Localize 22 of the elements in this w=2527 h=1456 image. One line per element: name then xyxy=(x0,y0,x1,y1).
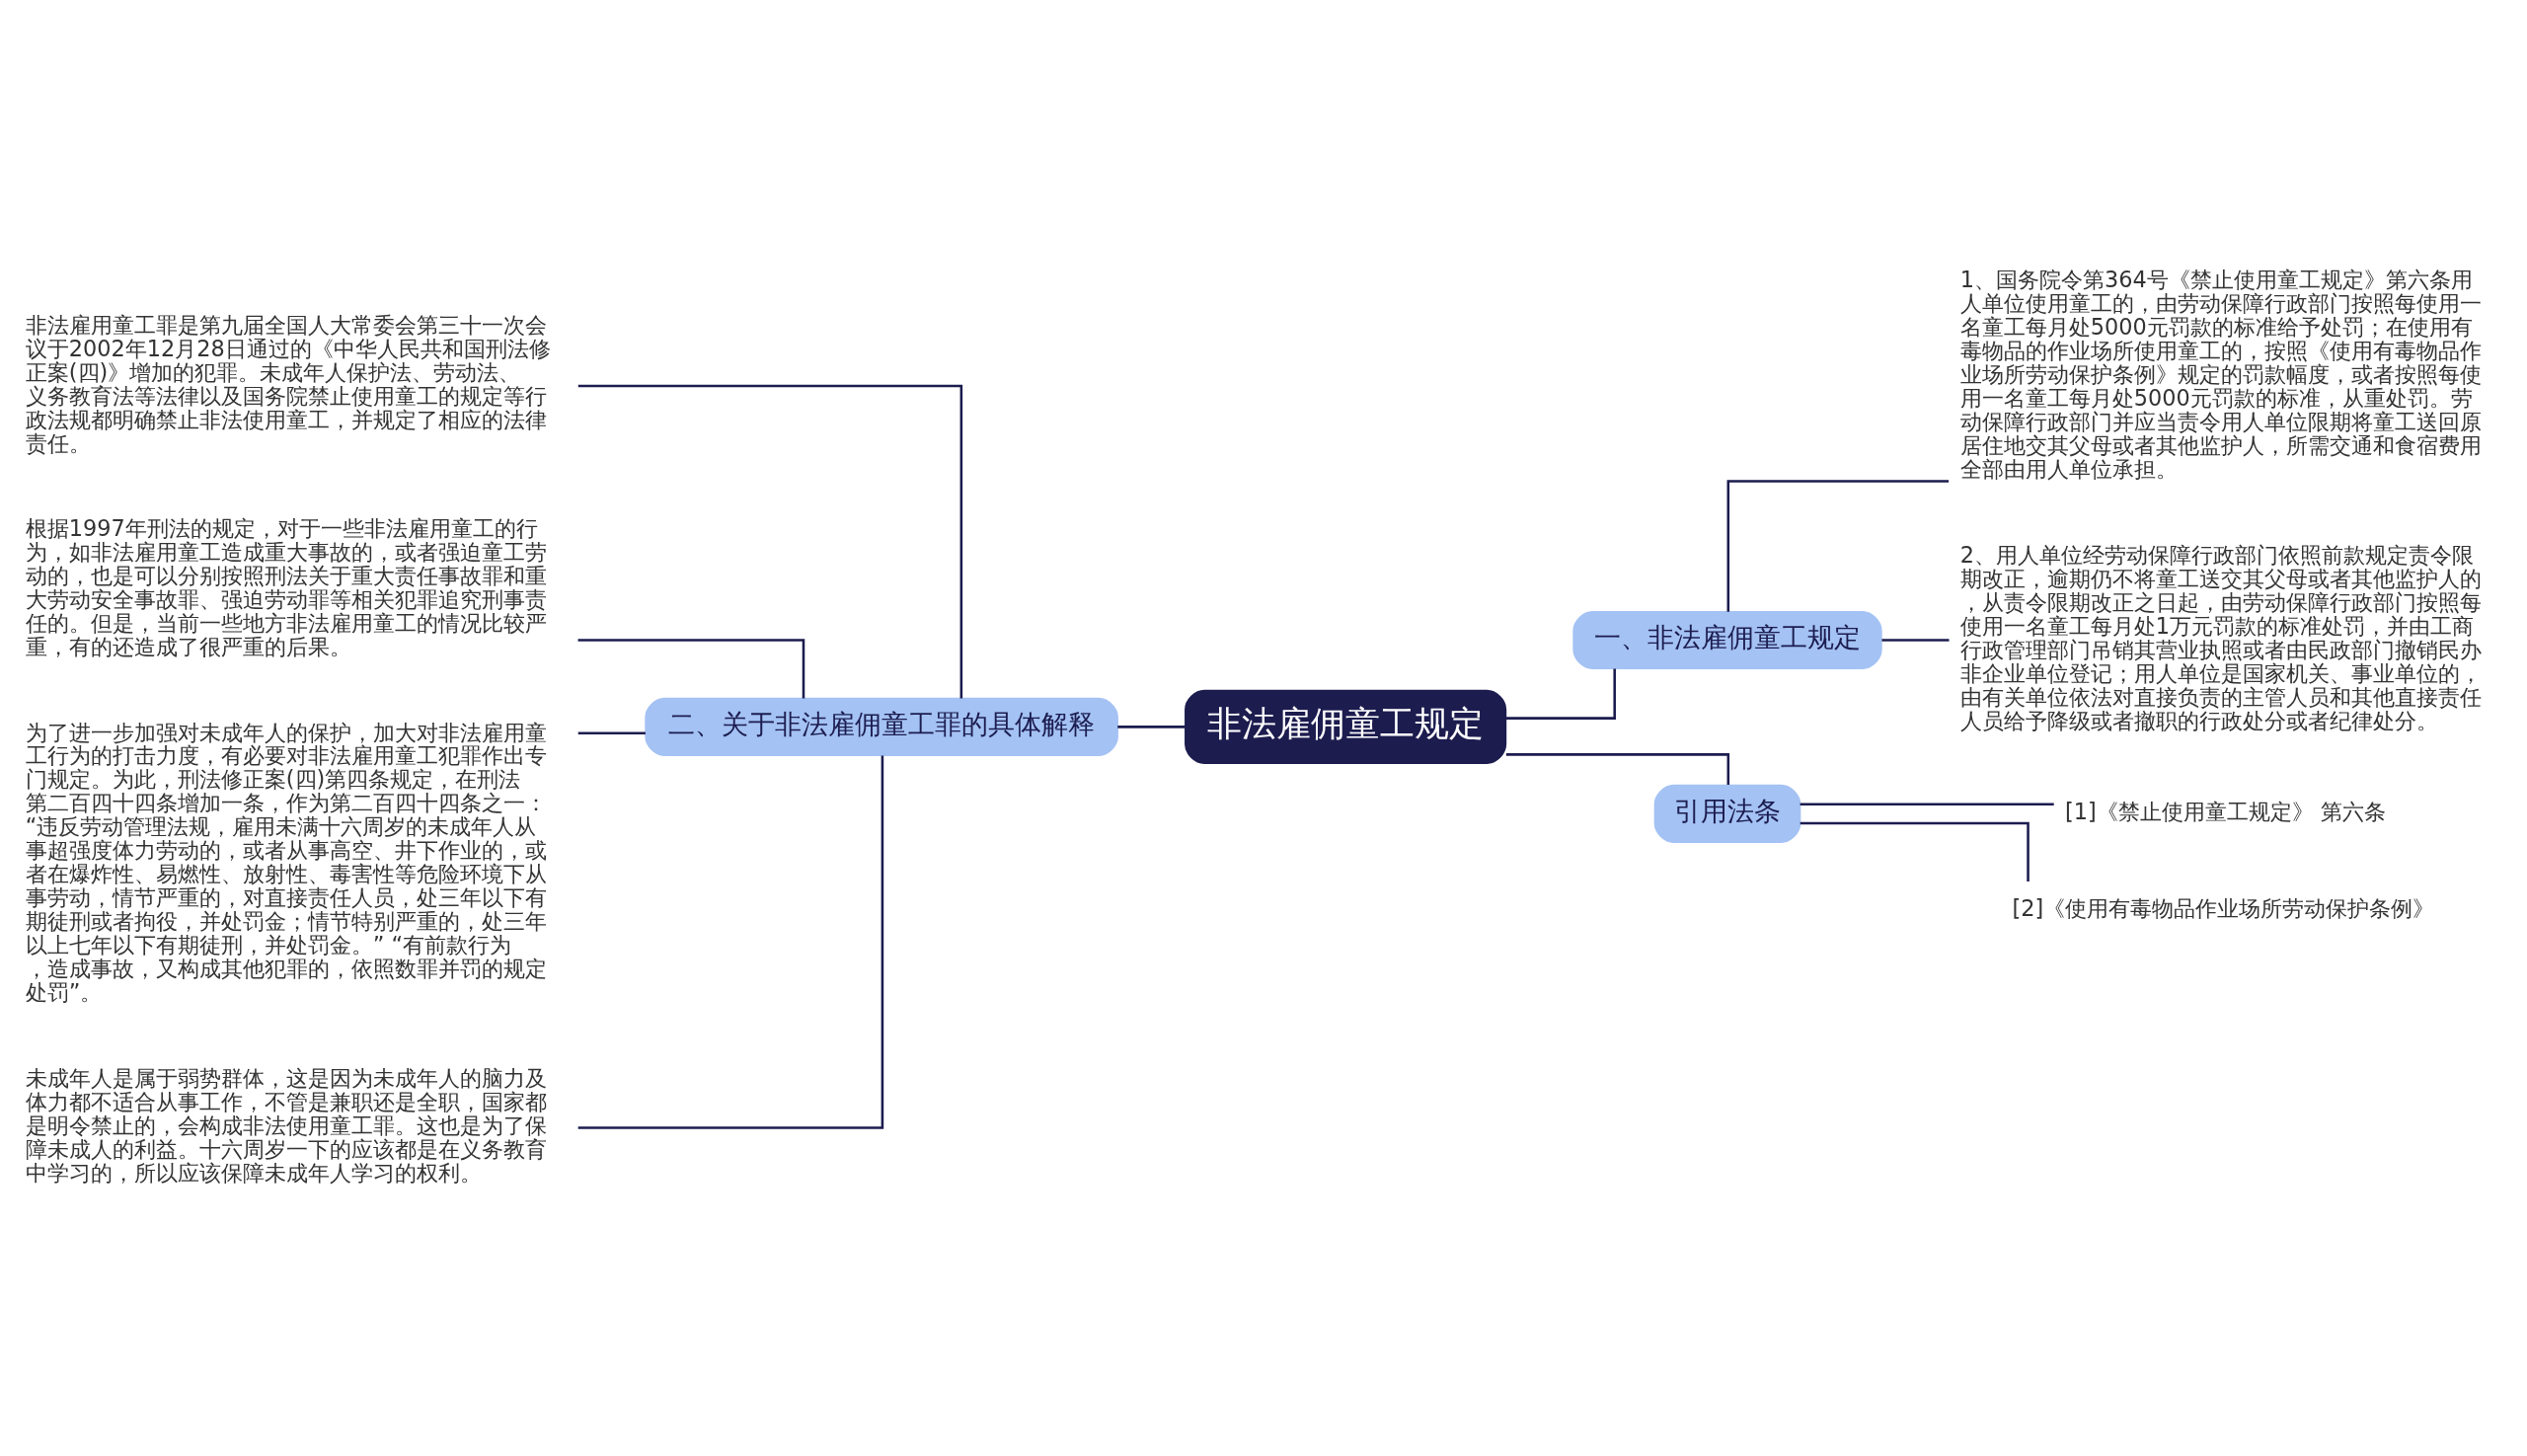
node-text: [1]《禁止使用童工规定》 第六条 xyxy=(2065,798,2386,824)
node-text: [2]《使用有毒物品作业场所劳动保护条例》 xyxy=(2012,894,2435,921)
connector xyxy=(577,384,963,699)
connector xyxy=(1117,725,1186,728)
node-text: 2、用人单位经劳动保障行政部门依照前款规定责令限期改正，逾期仍不将童工送交其父母或者其他监护人的，从责令限期改正之日起，由劳动保障行政部门按照每使用一名童工每月处1万元罚款的标准处罚，并由工商行政管理部门吊销其营业执照或者由民政部门撤销民办非企业单位登记；用人单位是国家机关、事业单位的，由有关单位依法对直接负责的主管人员和其他直接责任人员给予降级或者撤职的行政处分或者纪律处分。 xyxy=(1959,541,2482,733)
connector xyxy=(1800,802,2054,805)
node-text: 未成年人是属于弱势群体，这是因为未成年人的脑力及体力都不适合从事工作，不管是兼职还是全职，国家都是明令禁止的，会构成非法使用童工罪。这也是为了保障未成人的利益。十六周岁一下的应该都是在义务教育中学习的，所以应该保障未成年人学习的权利。 xyxy=(25,1064,547,1186)
node-text: 非法雇用童工罪是第九届全国人大常委会第三十一次会议于2002年12月28日通过的《中华人民共和国刑法修正案(四)》增加的犯罪。未成年人保护法、劳动法、义务教育法等法律以及国务院禁止使用童工的规定等行政法规都明确禁止非法使用童工，并规定了相应的法律责任。 xyxy=(25,311,551,456)
node-box: 非法雇佣童工规定 xyxy=(1185,689,1507,764)
connector xyxy=(577,731,646,734)
node-box: 一、非法雇佣童工规定 xyxy=(1572,610,1882,669)
node-box: 引用法条 xyxy=(1653,784,1801,843)
connector xyxy=(1881,638,1950,642)
node-text: 1、国务院令第364号《禁止使用童工规定》第六条用人单位使用童工的，由劳动保障行政部门按照每使用一名童工每月处5000元罚款的标准给予处罚；在使用有毒物品的作业场所使用童工的，按照《使用有毒物品作业场所劳动保护条例》规定的罚款幅度，或者按照每使用一名童工每月处5000元罚款的标准，从重处罚。劳动保障行政部门并应当责令用人单位限期将童工送回原居住地交其父母或者其他监护人，所需交通和食宿费用全部由用人单位承担。 xyxy=(1959,266,2482,482)
connector xyxy=(1800,821,2029,881)
connector xyxy=(1726,479,1950,612)
node-box: 二、关于非法雇佣童工罪的具体解释 xyxy=(645,697,1118,756)
connector xyxy=(577,755,884,1129)
node-text: 根据1997年刑法的规定，对于一些非法雇用童工的行为，如非法雇用童工造成重大事故的，或者强迫童工劳动的，也是可以分别按照刑法关于重大责任事故罪和重大劳动安全事故罪、强迫劳动罪等相关犯罪追究刑事责任的。但是，当前一些地方非法雇用童工的情况比较严重，有的还造成了很严重的后果。 xyxy=(25,514,547,659)
connector xyxy=(1505,668,1616,720)
connector xyxy=(577,638,805,699)
node-text: 为了进一步加强对未成年人的保护，加大对非法雇用童工行为的打击力度，有必要对非法雇用童工犯罪作出专门规定。为此，刑法修正案(四)第四条规定，在刑法第二百四十四条增加一条，作为第二百四十四条之一：“违反劳动管理法规，雇用未满十六周岁的未成年人从事超强度体力劳动的，或者从事高空、井下作业的，或者在爆炸性、易燃性、放射性、毒害性等危险环境下从事劳动，情节严重的，对直接责任人员，处三年以下有期徒刑或者拘役，并处罚金；情节特别严重的，处三年以上七年以下有期徒刑，并处罚金。” “有前款行为，造成事故，又构成其他犯罪的，依照数罪并罚的规定处罚”。 xyxy=(25,719,547,1005)
